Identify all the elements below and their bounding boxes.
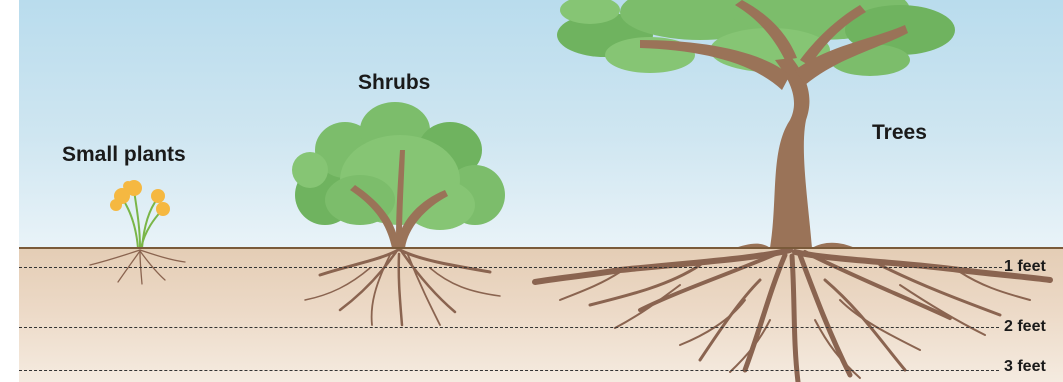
small-plant [90, 180, 185, 284]
ground-surface-line [19, 247, 1063, 249]
trees-label: Trees [872, 121, 927, 145]
shrub-roots [305, 250, 500, 325]
depth-line-1 [19, 267, 1002, 268]
depth-line-3 [19, 370, 999, 371]
shrubs-label: Shrubs [358, 71, 430, 95]
depth-line-2 [19, 327, 999, 328]
depth-label-2: 2 feet [1004, 318, 1046, 336]
shrub [292, 102, 505, 325]
small-plant-flowers [110, 180, 170, 216]
tree-roots [535, 250, 1050, 382]
small-plants-label: Small plants [62, 143, 186, 167]
tree [535, 0, 1050, 382]
depth-label-1: 1 feet [1004, 258, 1046, 276]
left-margin [0, 0, 19, 382]
depth-label-3: 3 feet [1004, 358, 1046, 376]
